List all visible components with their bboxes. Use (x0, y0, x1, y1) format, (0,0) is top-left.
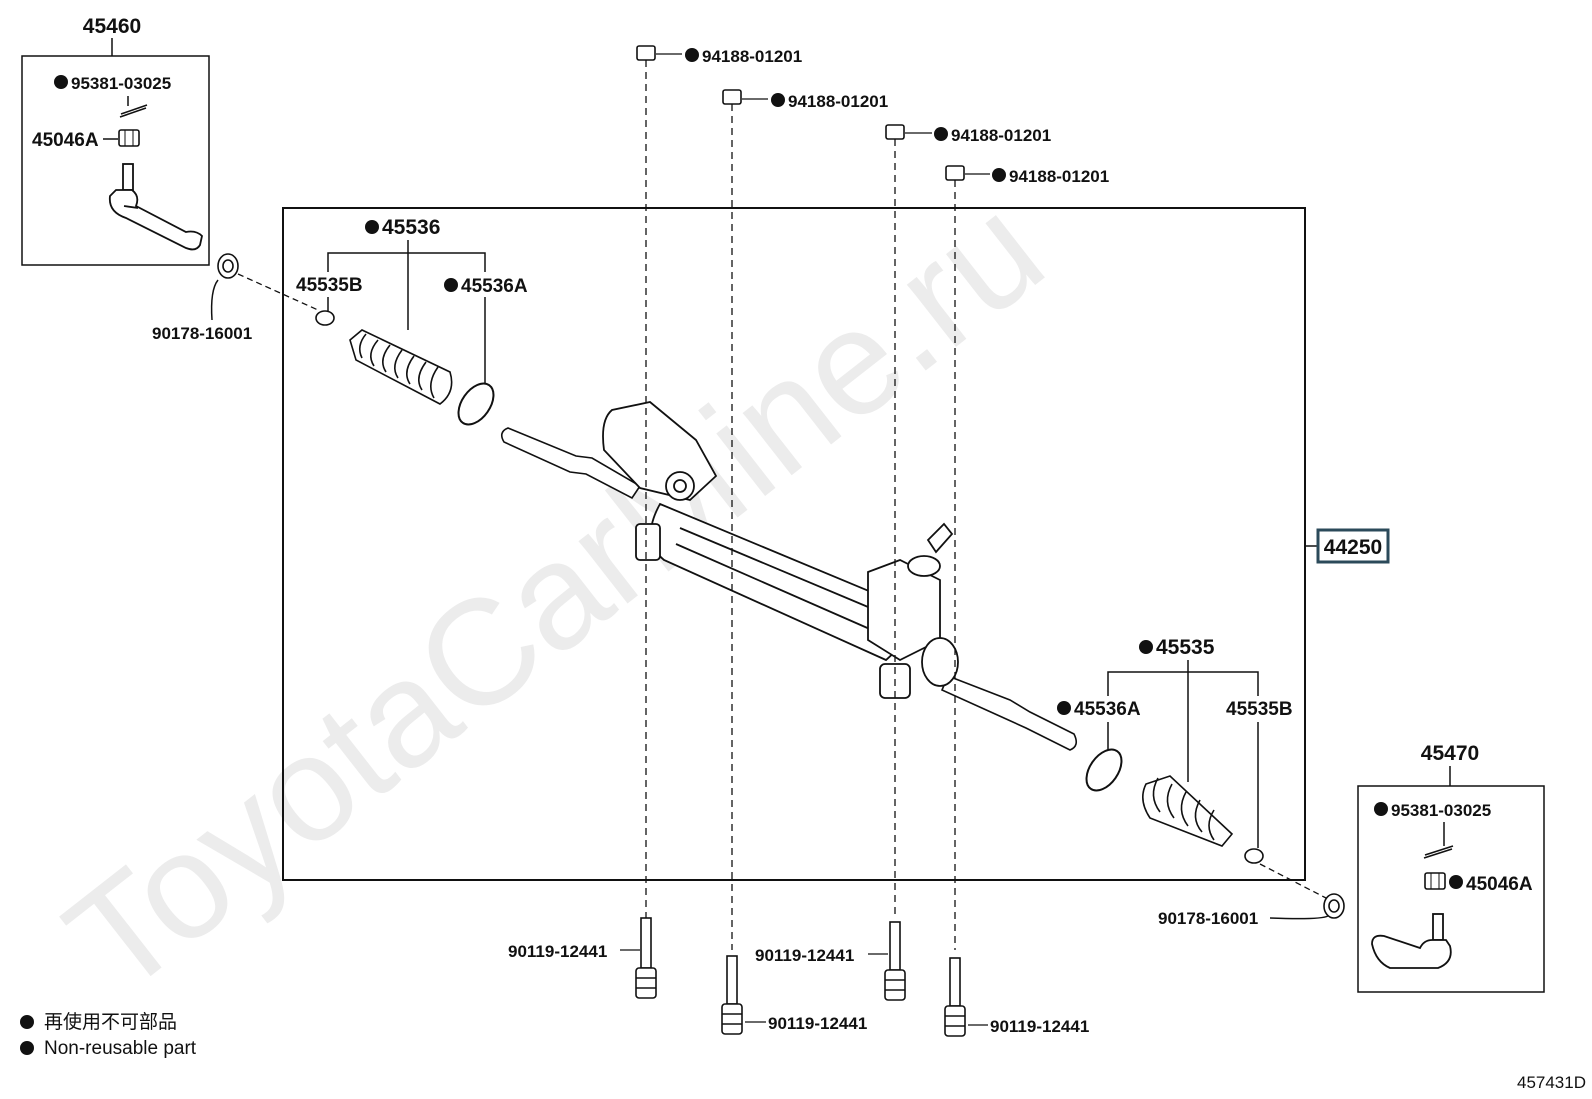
legend: 再使用不可部品 Non-reusable part (20, 1010, 196, 1062)
nut-4 (945, 165, 965, 950)
boot-clamp-small-label-left[interactable]: 45535B (296, 275, 363, 296)
legend-row-english: Non-reusable part (20, 1036, 196, 1062)
non-reusable-marker (1139, 640, 1153, 654)
boot-clamp-large-label-left[interactable]: 45536A (461, 276, 528, 297)
diagram-code: 457431D (1516, 1073, 1586, 1092)
lock-nut-left (217, 253, 239, 279)
left-tie-rod-end-label[interactable]: 45460 (83, 15, 141, 38)
inner-tie-rod-right (940, 674, 1078, 751)
castle-nut-right (1424, 872, 1446, 890)
right-tie-rod-end-label[interactable]: 45470 (1421, 742, 1479, 765)
tie-rod-end-right (1371, 913, 1452, 969)
non-reusable-marker (1057, 701, 1071, 715)
bolt-1 (635, 917, 657, 999)
nut-2 (722, 89, 742, 950)
nut-label-1[interactable]: 94188-01201 (702, 47, 802, 66)
non-reusable-marker (54, 75, 68, 89)
boot-right (1142, 775, 1234, 847)
boot-left (349, 329, 453, 405)
non-reusable-marker (444, 278, 458, 292)
left-tie-rod-end-box (21, 55, 210, 266)
cotter-pin-left (119, 104, 148, 118)
boot-clamp-large-right (1085, 748, 1123, 792)
non-reusable-marker (992, 168, 1006, 182)
castle-nut-left (118, 129, 140, 147)
tie-rod-end-left (108, 163, 203, 251)
cotter-pin-right (1423, 845, 1454, 859)
bolt-3 (884, 921, 906, 1001)
boot-clamp-small-right (1244, 848, 1264, 864)
nut-label-2[interactable]: 94188-01201 (788, 92, 888, 111)
boot-clamp-small-left (315, 310, 335, 326)
nut-label-3[interactable]: 94188-01201 (951, 126, 1051, 145)
boot-clamp-large-left (457, 382, 495, 426)
legend-row-japanese: 再使用不可部品 (20, 1010, 196, 1036)
non-reusable-marker (365, 220, 379, 234)
assembly-label-44250: 44250 (1324, 536, 1382, 559)
legend-text-japanese: 再使用不可部品 (44, 1012, 178, 1033)
cotter-pin-label-left[interactable]: 95381-03025 (71, 74, 171, 93)
castle-nut-label-right[interactable]: 45046A (1466, 874, 1533, 895)
bolt-label-3[interactable]: 90119-12441 (755, 946, 854, 965)
nut-1 (636, 45, 656, 918)
lock-nut-label-left[interactable]: 90178-16001 (152, 324, 252, 343)
non-reusable-marker (20, 1041, 34, 1055)
boot-clamp-small-label-right[interactable]: 45535B (1226, 699, 1293, 720)
rack-housing (602, 401, 959, 699)
non-reusable-marker (685, 48, 699, 62)
nut-label-4[interactable]: 94188-01201 (1009, 167, 1109, 186)
inner-tie-rod-left (500, 427, 642, 500)
nut-3 (885, 124, 905, 918)
lock-nut-right (1323, 893, 1345, 919)
right-tie-rod-end-box (1357, 785, 1545, 993)
non-reusable-marker (1374, 802, 1388, 816)
lock-nut-label-right[interactable]: 90178-16001 (1158, 909, 1258, 928)
boot-clamp-large-label-right[interactable]: 45536A (1074, 699, 1141, 720)
bolt-label-4[interactable]: 90119-12441 (990, 1017, 1089, 1036)
bolt-2 (721, 955, 743, 1035)
assembly-label-box[interactable] (1316, 528, 1390, 564)
non-reusable-marker (934, 127, 948, 141)
non-reusable-marker (1449, 875, 1463, 889)
bolt-label-2[interactable]: 90119-12441 (768, 1014, 867, 1033)
bolt-label-1[interactable]: 90119-12441 (508, 942, 607, 961)
assembly-box-44250 (282, 207, 1306, 881)
rack-end-label[interactable]: 45535 (1156, 636, 1215, 659)
non-reusable-marker (771, 93, 785, 107)
non-reusable-marker (20, 1015, 34, 1029)
bolt-4 (944, 957, 966, 1037)
boot-label-left[interactable]: 45536 (382, 216, 440, 239)
cotter-pin-label-right[interactable]: 95381-03025 (1391, 801, 1491, 820)
legend-text-english: Non-reusable part (44, 1038, 197, 1059)
castle-nut-label-left[interactable]: 45046A (32, 130, 99, 151)
